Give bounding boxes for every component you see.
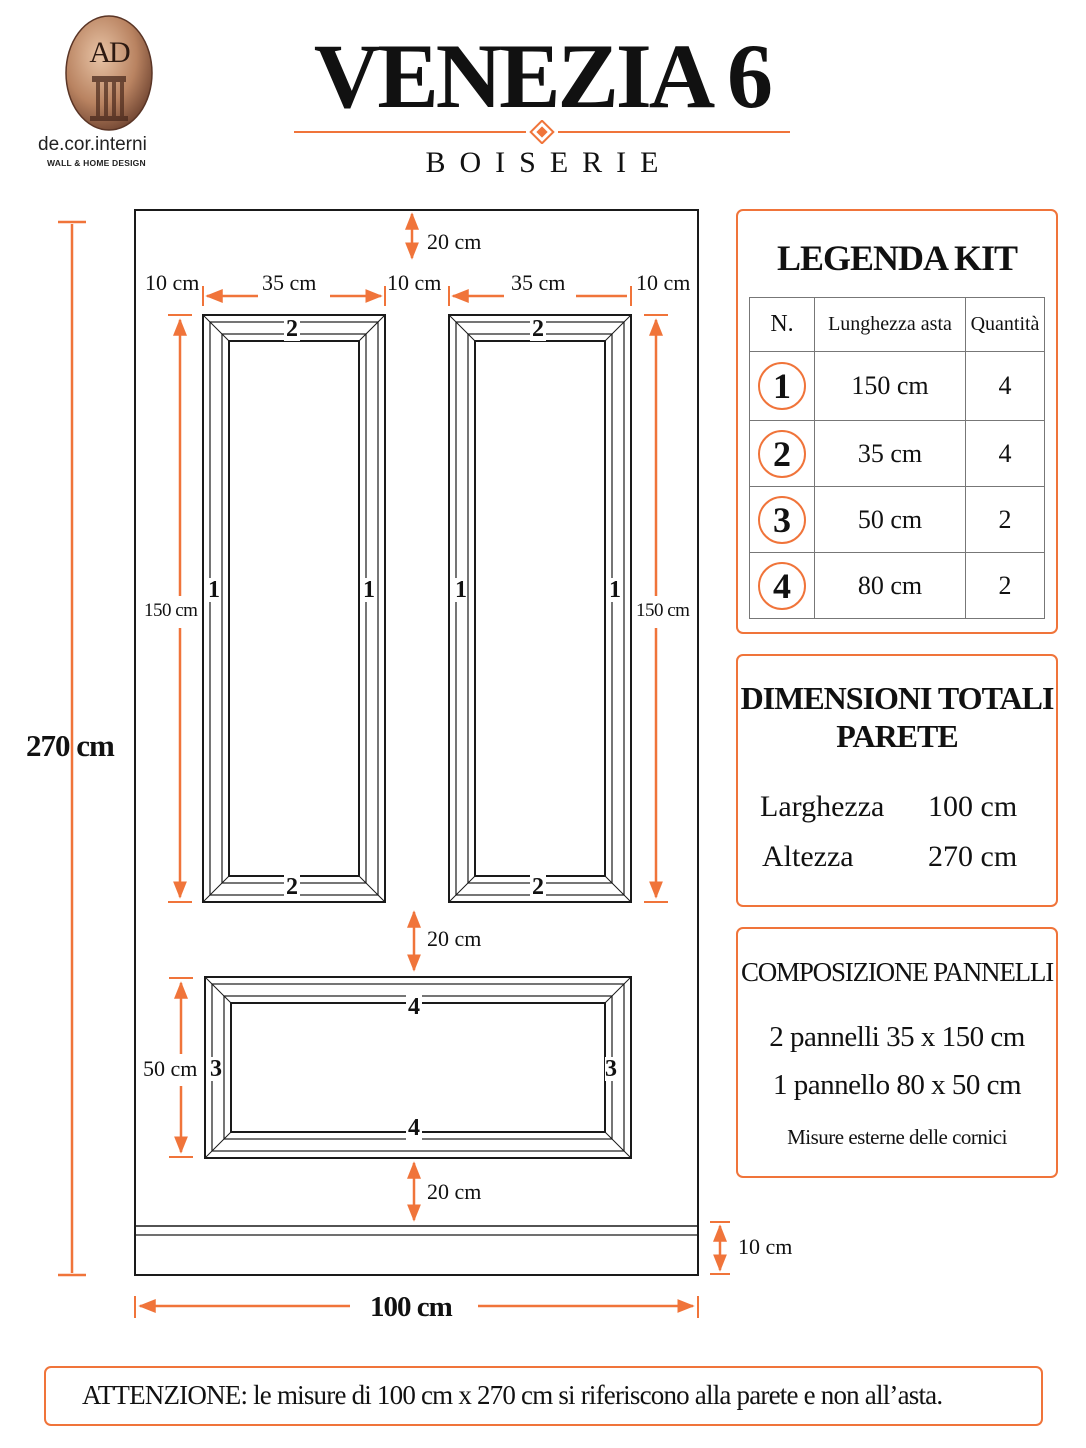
legend-title: LEGENDA KIT — [776, 238, 1018, 278]
composition-box: COMPOSIZIONE PANNELLI 2 pannelli 35 x 15… — [736, 927, 1058, 1178]
dimensions-title-line2: PARETE — [836, 718, 958, 754]
piece-2-bottom-left: 2 — [284, 874, 300, 900]
composition-title: COMPOSIZIONE PANNELLI — [740, 957, 1054, 987]
piece-3-right: 3 — [605, 1056, 617, 1082]
dimensions-height-value: 270 cm — [928, 840, 1018, 873]
label-bottom-panel-height: 50 cm — [143, 1056, 198, 1081]
dimensions-title-line1: DIMENSIONI TOTALI — [740, 680, 1055, 716]
legend-header-qty: Quantità — [965, 297, 1045, 352]
legend-qty: 4 — [965, 420, 1045, 487]
legend-length: 150 cm — [814, 351, 966, 421]
dimensions-width-value: 100 cm — [928, 790, 1018, 823]
label-bottom-gap: 20 cm — [427, 1179, 482, 1204]
piece-1-left-inner: 1 — [363, 577, 375, 603]
title-divider — [294, 120, 790, 144]
dimensions-width-label: Larghezza — [760, 790, 885, 823]
legend-row: 2 35 cm 4 — [749, 420, 1045, 487]
label-panel-height-left: 150 cm — [144, 600, 198, 621]
legend-row: 3 50 cm 2 — [749, 486, 1045, 553]
page-title: VENEZIA 6 — [313, 25, 773, 127]
legend-number-badge: 3 — [758, 495, 806, 544]
dimensions-height-label: Altezza — [762, 840, 854, 873]
piece-4-top: 4 — [406, 994, 422, 1020]
page-subtitle: BOISERIE — [425, 146, 673, 179]
composition-line1: 2 pannelli 35 x 150 cm — [769, 1021, 1025, 1053]
legend-length: 50 cm — [814, 486, 966, 553]
warning-box: ATTENZIONE: le misure di 100 cm x 270 cm… — [44, 1366, 1043, 1426]
legend-box: LEGENDA KIT N. Lunghezza asta Quantità 1… — [736, 209, 1058, 634]
brand-logo: AD — [64, 14, 154, 132]
piece-1-right-outer: 1 — [455, 577, 467, 603]
legend-qty: 2 — [965, 552, 1045, 619]
legend-number-badge: 2 — [758, 429, 806, 478]
brand-name: de.cor.interni — [38, 134, 147, 155]
legend-header-length: Lunghezza asta — [814, 297, 966, 352]
brand-tagline: WALL & HOME DESIGN — [47, 158, 146, 168]
label-top-gap: 20 cm — [427, 229, 482, 254]
label-panel-height-right: 150 cm — [636, 600, 690, 621]
piece-4-bottom: 4 — [406, 1115, 422, 1141]
warning-text: ATTENZIONE: le misure di 100 cm x 270 cm… — [82, 1380, 943, 1410]
label-panel-width-right: 35 cm — [511, 270, 566, 295]
legend-qty: 2 — [965, 486, 1045, 553]
label-left-margin: 10 cm — [145, 270, 200, 295]
dimensions-box: DIMENSIONI TOTALI PARETE Larghezza 100 c… — [736, 654, 1058, 907]
label-panel-width-left: 35 cm — [262, 270, 317, 295]
legend-number-badge: 1 — [758, 362, 806, 410]
piece-2-top-right: 2 — [530, 316, 546, 342]
legend-number-badge: 4 — [758, 561, 806, 610]
piece-2-bottom-right: 2 — [530, 874, 546, 900]
legend-qty: 4 — [965, 351, 1045, 421]
piece-2-top-left: 2 — [284, 316, 300, 342]
legend-header-n: N. — [749, 297, 815, 352]
legend-row: 4 80 cm 2 — [749, 552, 1045, 619]
label-total-height: 270 cm — [26, 728, 115, 763]
label-gap-between: 20 cm — [427, 926, 482, 951]
composition-note: Misure esterne delle cornici — [787, 1125, 1007, 1149]
legend-length: 80 cm — [814, 552, 966, 619]
legend-length: 35 cm — [814, 420, 966, 487]
legend-table: N. Lunghezza asta Quantità 1 150 cm 4 2 … — [749, 297, 1045, 619]
piece-1-right-inner: 1 — [609, 577, 621, 603]
legend-row: 1 150 cm 4 — [749, 351, 1045, 421]
piece-1-left-outer: 1 — [208, 577, 220, 603]
wall-diagram — [58, 209, 730, 1318]
label-skirting: 10 cm — [738, 1234, 793, 1259]
piece-3-left: 3 — [210, 1056, 222, 1082]
label-total-width: 100 cm — [370, 1291, 453, 1323]
label-middle-gap: 10 cm — [387, 270, 442, 295]
brand-monogram: AD — [89, 36, 130, 69]
composition-line2: 1 pannello 80 x 50 cm — [772, 1069, 1022, 1101]
label-right-margin: 10 cm — [636, 270, 691, 295]
